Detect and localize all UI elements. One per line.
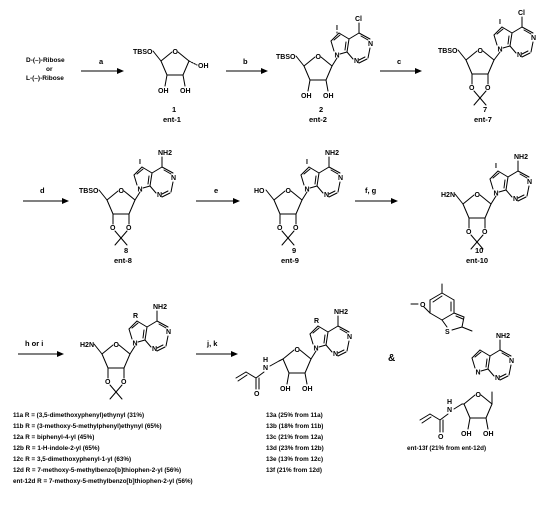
compound-10-ent: ent-10 [466,256,488,265]
amide-hydrogen: H [263,357,268,364]
structure-compound-7: TBSO I Cl [438,10,537,106]
iodo-label: I [336,25,338,32]
compound-8-ent: ent-8 [114,256,132,265]
amino-label: NH2 [514,154,528,161]
reagent-e: e [214,186,218,195]
legend-13b: 13b (18% from 11b) [266,423,323,430]
structure-compound-9: HO I NH2 [254,150,344,246]
compound-8-number: 8 [124,246,128,255]
iodo-label: I [495,163,497,170]
legend-ent-12d: ent-12d R = 7-methoxy-5-methylbenzo[b]th… [13,478,193,485]
structure-compound-8: TBSO I NH2 [79,150,177,246]
legend-compounds-13: 13a (25% from 11a) 13b (18% from 11b) 13… [266,412,324,474]
amide-oxygen: O [438,434,444,441]
chloro-label: Cl [518,10,525,17]
compound-2-number: 2 [319,105,323,114]
amide-nitrogen: N [447,407,452,414]
structure-compound-11-12: H2N R NH2 [80,304,172,400]
iodo-label: I [306,159,308,166]
reaction-arrow-a: a [81,57,124,74]
legend-13a: 13a (25% from 11a) [266,412,323,419]
iodo-label: I [499,19,501,26]
r-group-label: R [133,313,138,320]
legend-13e: 13e (13% from 12c) [266,456,323,463]
amide-nitrogen: N [263,365,268,372]
legend-compounds-11-12: 11a R = (3,5-dimethoxyphenyl)ethynyl (31… [13,412,193,485]
reagent-c: c [397,57,401,66]
amino-label: NH2 [153,304,167,311]
structure-compound-1: TBSO OH [133,48,209,96]
reaction-arrow-jk: j, k [196,339,238,357]
legend-12c: 12c R = 3,5-dimethoxyphenyl-1-yl (63%) [13,456,131,463]
legend-11b: 11b R = (3-methoxy-5-methylphenyl)ethyny… [13,423,162,430]
legend-12b: 12b R = 1-H-indole-2-yl (65%) [13,445,100,452]
reagent-jk: j, k [206,339,218,348]
ampersand: & [388,353,395,364]
amide-oxygen: O [254,391,260,398]
legend-13c: 13c (21% from 12a) [266,434,323,441]
reagent-a: a [99,57,104,66]
compound-7-ent: ent-7 [474,115,492,124]
iodo-label: I [139,159,141,166]
reagent-hi: h or i [25,339,43,348]
tbso-label: TBSO [133,49,153,56]
reaction-arrow-e: e [196,186,240,204]
tbso-label: TBSO [79,188,99,195]
thiophene-sulfur: S [445,329,450,336]
reaction-arrow-d: d [23,186,69,204]
methoxy-oxygen: O [420,302,426,309]
structure-compound-13: O N H R NH2 [235,309,353,398]
starting-or: or [46,66,53,73]
reaction-arrow-b: b [226,57,268,74]
starting-ribose-l: L-(–)-Ribose [26,75,64,82]
compound-10-number: 10 [475,246,483,255]
compound-2-ent: ent-2 [309,115,327,124]
legend-12a: 12a R = biphenyl-4-yl (45%) [13,434,94,441]
legend-12d: 12d R = 7-methoxy-5-methylbenzo[b]thioph… [13,467,181,474]
ent-13f-label: ent-13f (21% from ent-12d) [407,445,486,452]
amino-label: NH2 [334,309,348,316]
structure-compound-10: H2N I NH2 [441,154,533,250]
compound-7-number: 7 [483,105,487,114]
hydroxyl-5-label: HO [254,188,265,195]
structure-ent-13f: O S O N H [410,283,515,441]
structure-compound-2: TBSO I Cl [276,16,374,101]
chloro-label: Cl [355,16,362,23]
legend-11a: 11a R = (3,5-dimethoxyphenyl)ethynyl (31… [13,412,144,419]
compound-9-number: 9 [292,246,296,255]
amino-label: NH2 [496,333,510,340]
amine-5-label: H2N [80,342,94,349]
anomeric-oh-label: OH [198,63,209,70]
reaction-arrow-c: c [380,57,422,74]
amino-label: NH2 [158,150,172,157]
tbso-label: TBSO [438,48,458,55]
reagent-fg: f, g [365,186,377,195]
amide-hydrogen: H [447,399,452,406]
reaction-arrow-fg: f, g [355,186,398,204]
amine-5-label: H2N [441,192,455,199]
reaction-arrow-hi: h or i [18,339,64,357]
tbso-label: TBSO [276,54,296,61]
legend-13f: 13f (21% from 12d) [266,467,322,474]
reagent-d: d [40,186,45,195]
legend-13d: 13d (23% from 12b) [266,445,324,452]
compound-9-ent: ent-9 [281,256,299,265]
amino-label: NH2 [325,150,339,157]
reagent-b: b [243,57,248,66]
compound-1-ent: ent-1 [163,115,181,124]
r-group-label: R [314,318,319,325]
starting-ribose-d: D-(–)-Ribose [26,57,65,64]
compound-1-number: 1 [172,105,176,114]
